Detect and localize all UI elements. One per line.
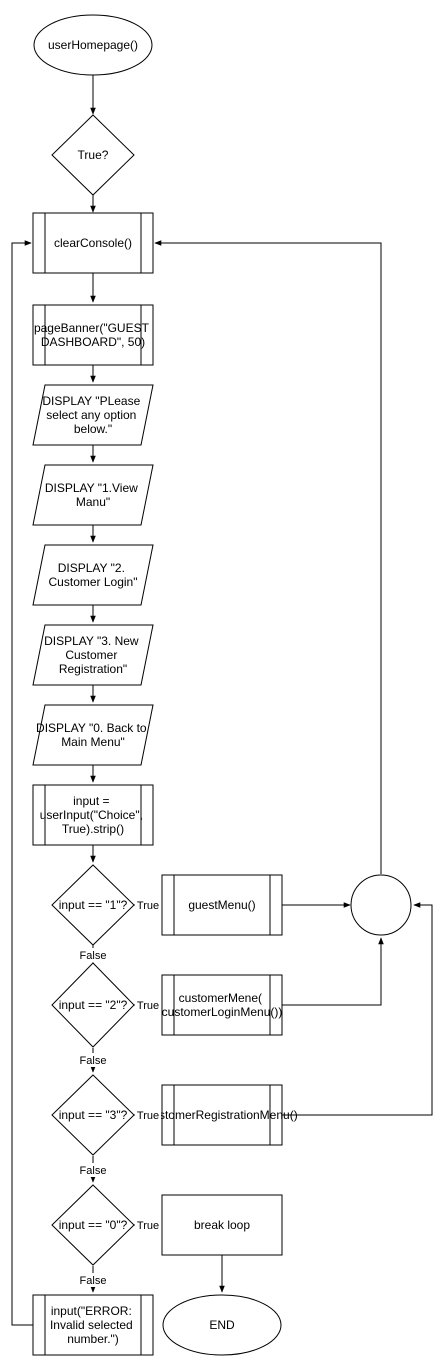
condition-3-label: input == "3"? [59, 1108, 128, 1122]
false-label-3: False [80, 1165, 107, 1177]
true-label-4: True [137, 1220, 159, 1232]
edge-error-loop-back [11, 240, 33, 1326]
error-input-label: input("ERROR: Invalid selected number.") [50, 1304, 136, 1346]
registration-menu-label: customerRegistrationMenu() [146, 1108, 297, 1122]
display-4-line-1: DISPLAY "3. New [44, 634, 139, 648]
edge-customer-to-junction [282, 937, 384, 1006]
condition-0-node: input == "0"? [51, 1184, 135, 1266]
display-back-main-menu-node: DISPLAY "0. Back to Main Menu" [32, 704, 154, 766]
page-banner-line-1: pageBanner("GUEST [34, 321, 150, 335]
error-input-node: input("ERROR: Invalid selected number.") [32, 1294, 154, 1356]
error-input-line-2: Invalid selected [50, 1318, 133, 1332]
display-4-line-3: Registration" [59, 662, 127, 676]
display-5-line-2: Main Menu" [61, 735, 125, 749]
edge-registration-to-junction [282, 902, 433, 1116]
page-banner-line-2: DASHBOARD", 50) [41, 335, 145, 349]
break-loop-node: break loop [161, 1194, 283, 1256]
display-customer-login-label: DISPLAY "2. Customer Login" [49, 561, 138, 589]
end-label: END [209, 1318, 235, 1332]
clear-console-node: clearConsole() [32, 212, 154, 274]
user-input-node: input = userInput("Choice", True).strip(… [32, 784, 154, 846]
registration-menu-node: customerRegistrationMenu() [146, 1084, 298, 1146]
customer-menu-line-1: customerMene( [179, 991, 262, 1005]
start-node: userHomepage() [33, 14, 153, 76]
false-label-4: False [80, 1275, 107, 1287]
customer-menu-label: customerMene( customerLoginMenu()) [162, 991, 283, 1019]
display-5-line-1: DISPLAY "0. Back to [36, 721, 147, 735]
condition-1-node: input == "1"? [51, 864, 135, 946]
display-2-line-1: DISPLAY "1.View [45, 481, 138, 495]
condition-0-label: input == "0"? [59, 1218, 128, 1232]
condition-2-node: input == "2"? [51, 962, 135, 1048]
guest-menu-node: guestMenu() [161, 874, 283, 936]
true-label-3: True [137, 1110, 159, 1122]
error-input-line-1: input("ERROR: [51, 1304, 132, 1318]
loop-condition-label: True? [78, 148, 109, 162]
user-input-label: input = userInput("Choice", True).strip(… [40, 794, 147, 836]
display-1-line-1: DISPLAY "PLease [42, 394, 140, 408]
true-label-2: True [137, 1000, 159, 1012]
customer-menu-line-2: customerLoginMenu()) [162, 1005, 283, 1019]
true-label-1: True [137, 900, 159, 912]
user-input-line-3: True).strip() [62, 822, 124, 836]
start-label: userHomepage() [48, 38, 138, 52]
display-select-option-node: DISPLAY "PLease select any option below.… [32, 384, 154, 446]
display-customer-login-node: DISPLAY "2. Customer Login" [32, 544, 154, 606]
edge-junction-to-clear [154, 240, 382, 874]
display-new-registration-label: DISPLAY "3. New Customer Registration" [44, 634, 142, 676]
clear-console-label: clearConsole() [54, 236, 132, 250]
page-banner-label: pageBanner("GUEST DASHBOARD", 50) [34, 321, 152, 349]
display-3-line-1: DISPLAY "2. [58, 561, 125, 575]
condition-1-label: input == "1"? [59, 898, 128, 912]
error-input-line-3: number.") [67, 1332, 119, 1346]
loop-condition-node: True? [51, 114, 135, 196]
user-input-line-2: userInput("Choice", [40, 808, 143, 822]
display-select-option-label: DISPLAY "PLease select any option below.… [42, 394, 143, 436]
break-loop-label: break loop [194, 1218, 250, 1232]
page-banner-node: pageBanner("GUEST DASHBOARD", 50) [32, 304, 154, 366]
display-view-menu-label: DISPLAY "1.View Manu" [45, 481, 141, 509]
edge-labels: True True True True False False False Fa… [77, 898, 161, 1287]
user-input-line-1: input = [73, 794, 109, 808]
junction-node [350, 874, 412, 936]
display-back-main-menu-label: DISPLAY "0. Back to Main Menu" [36, 721, 150, 749]
display-3-line-2: Customer Login" [49, 575, 138, 589]
display-view-menu-node: DISPLAY "1.View Manu" [32, 464, 154, 526]
display-2-line-2: Manu" [76, 495, 110, 509]
guest-menu-label: guestMenu() [188, 898, 255, 912]
display-4-line-2: Customer [65, 648, 117, 662]
customer-menu-node: customerMene( customerLoginMenu()) [161, 974, 283, 1036]
display-1-line-2: select any option [46, 408, 136, 422]
false-label-1: False [80, 950, 107, 962]
condition-3-node: input == "3"? [51, 1074, 135, 1156]
end-node: END [162, 1294, 282, 1356]
display-new-registration-node: DISPLAY "3. New Customer Registration" [32, 624, 154, 686]
display-1-line-3: below." [74, 422, 112, 436]
false-label-2: False [80, 1055, 107, 1067]
condition-2-label: input == "2"? [59, 998, 128, 1012]
